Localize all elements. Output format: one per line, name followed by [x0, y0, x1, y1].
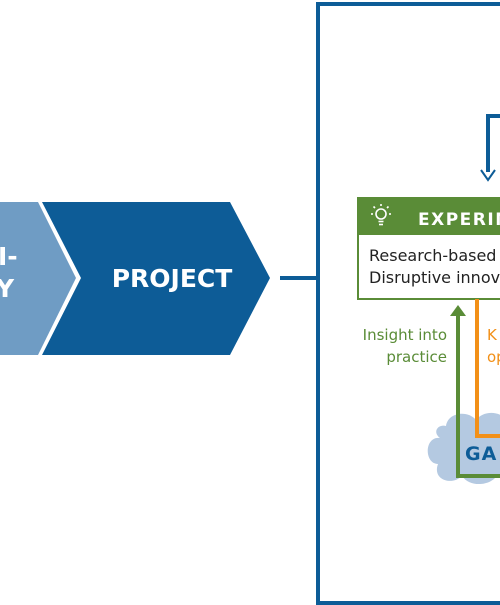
- experiment-body: [357, 233, 500, 300]
- top-bracket-arrowhead: [480, 169, 496, 182]
- chevron-project-label: PROJECT: [112, 264, 233, 293]
- green-arrow-label-line2: practice: [386, 348, 447, 366]
- chevron-left-line2: Y: [0, 274, 15, 303]
- orange-arrow: [475, 299, 500, 438]
- chevron-left-line1: I-: [0, 242, 18, 271]
- green-arrow: [456, 312, 500, 478]
- chevron-project: [42, 202, 270, 355]
- outer-frame: [316, 2, 500, 605]
- green-arrow-label-line1: Insight into: [363, 326, 447, 344]
- experiment-line1: Research-based: [369, 246, 496, 265]
- chevron-left: [0, 202, 76, 355]
- cloud-shape: [427, 413, 500, 484]
- green-arrowhead: [450, 305, 466, 316]
- cloud-label: GA: [465, 443, 497, 465]
- experiment-title: EXPERIM: [418, 210, 500, 230]
- experiment-header: [357, 197, 500, 234]
- orange-arrow-label-line1: K: [487, 326, 498, 344]
- lightbulb-icon: [371, 204, 391, 226]
- orange-arrow-label-line2: op: [487, 348, 500, 366]
- experiment-line2: Disruptive innova: [369, 268, 500, 287]
- top-bracket: [486, 114, 500, 172]
